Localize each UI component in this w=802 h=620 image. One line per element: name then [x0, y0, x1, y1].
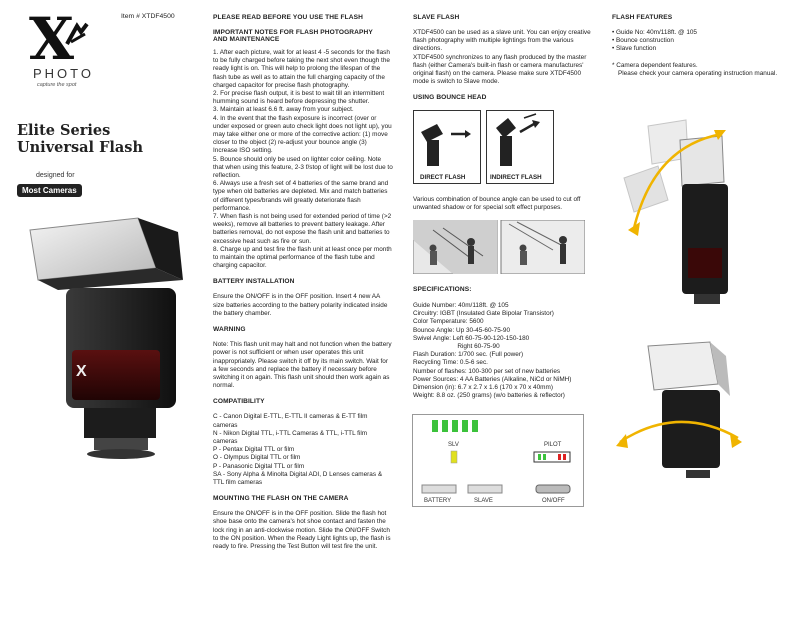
battery-label: BATTERY — [424, 498, 451, 504]
note-7: 7. When flash is not being used for exte… — [213, 213, 392, 245]
column-features: FLASH FEATURES • Guide No: 40m/118ft. @ … — [612, 14, 794, 78]
compat-pentax: P - Pentax Digital TTL or film — [213, 446, 295, 454]
note-2: 2. For precise flash output, it is best … — [213, 90, 385, 106]
logo-photo-text: PHOTO — [33, 66, 94, 81]
spec-swivel-angle: Swivel Angle: Left 60-75-90-120-150-180 — [413, 334, 530, 342]
swivel-rotation-illustration — [616, 341, 742, 478]
important-notes-heading-1: IMPORTANT NOTES FOR FLASH PHOTOGRAPHY — [213, 29, 373, 36]
slv-led — [450, 450, 458, 464]
check-manual-note: Please check your camera operating instr… — [618, 69, 778, 77]
slave-text-1: XTDF4500 can be used as a slave unit. Yo… — [413, 29, 591, 53]
spec-flash-duration: Flash Duration: 1/700 sec. (Full power) — [413, 351, 524, 359]
logo-tagline: capture the spot — [37, 82, 77, 88]
warning-heading: WARNING — [213, 326, 246, 334]
logo-star-icon — [65, 22, 89, 45]
features-heading: FLASH FEATURES — [612, 14, 673, 21]
bounce-heading: USING BOUNCE HEAD — [413, 94, 487, 102]
note-3: 3. Maintain at least 6.6 ft. away from y… — [213, 106, 354, 114]
note-6: 6. Always use a fresh set of 4 batteries… — [213, 180, 389, 212]
note-8: 8. Charge up and test fire the flash uni… — [213, 245, 392, 270]
compatibility-heading: COMPATIBILITY — [213, 398, 265, 406]
spec-recycling-time: Recycling Time: 0.5-6 sec. — [413, 359, 488, 367]
logo-x-mark: X — [29, 5, 75, 73]
direct-flash-diagram: DIRECT FLASH — [413, 110, 481, 184]
flash-unit-illustration: X — [29, 217, 183, 459]
specifications-heading: SPECIFICATIONS: — [413, 286, 472, 293]
spec-guide-number: Guide Number: 40m/118ft. @ 105 — [413, 302, 509, 309]
read-before-heading: PLEASE READ BEFORE YOU USE THE FLASH — [213, 14, 364, 21]
slave-text-2: XTDF4500 synchronizes to any flash produ… — [413, 53, 587, 86]
feature-bounce: • Bounce construction — [612, 37, 674, 45]
title-line-2: Universal Flash — [17, 139, 144, 156]
compat-canon: C - Canon Digital E-TTL, E-TTL II camera… — [213, 413, 368, 429]
battery-level-leds — [432, 420, 478, 432]
slave-heading: SLAVE FLASH — [413, 14, 460, 21]
spec-swivel-right: Right 60-75-90 — [413, 343, 500, 351]
control-panel-diagram: SLV PILOT BATTERY SLAVE ON/OFF — [412, 414, 584, 507]
camera-dependent-note: * Camera dependent features. — [612, 61, 698, 69]
bounce-rotation-illustration — [623, 119, 728, 304]
warning-text: Note: This flash unit may halt and not f… — [213, 341, 392, 390]
bounce-photos — [413, 220, 585, 274]
product-title: Elite Series Universal Flash — [17, 122, 143, 156]
feature-guide-no: • Guide No: 40m/118ft. @ 105 — [612, 29, 697, 36]
spec-color-temperature: Color Temperature: 5600 — [413, 318, 484, 326]
battery-heading: BATTERY INSTALLATION — [213, 278, 295, 286]
important-notes-heading-2: AND MAINTENANCE — [213, 36, 280, 43]
note-5: 5. Bounce should only be used on lighter… — [213, 155, 393, 180]
most-cameras-badge: Most Cameras — [17, 184, 82, 197]
slave-button[interactable] — [467, 484, 503, 494]
onoff-label: ON/OFF — [542, 498, 565, 504]
spec-circuitry: Circuitry: IGBT (Insulated Gate Bipolar … — [413, 310, 554, 318]
mounting-text: Ensure the ON/OFF is in the OFF position… — [213, 510, 391, 550]
bounce-caption: Various combination of bounce angle can … — [413, 196, 581, 212]
logo: X PHOTO capture the spot — [27, 5, 97, 94]
mounting-heading: MOUNTING THE FLASH ON THE CAMERA — [213, 495, 349, 503]
compat-sony: SA - Sony Alpha & Minolta Digital ADI, D… — [213, 470, 383, 486]
note-1: 1. After each picture, wait for at least… — [213, 49, 390, 89]
spec-power-sources: Power Sources: 4 AA Batteries (Alkaline,… — [413, 375, 572, 383]
spec-bounce-angle: Bounce Angle: Up 30-45-60-75-90 — [413, 326, 510, 334]
slave-label: SLAVE — [474, 498, 493, 504]
slv-label: SLV — [448, 442, 459, 448]
pilot-button[interactable] — [533, 451, 571, 463]
feature-slave: • Slave function — [612, 45, 657, 53]
compat-panasonic: P - Panasonic Digital TTL or film — [213, 462, 305, 470]
indirect-flash-label: INDIRECT FLASH — [490, 174, 542, 181]
item-number: Item # XTDF4500 — [121, 13, 175, 20]
battery-button[interactable] — [421, 484, 457, 494]
indirect-flash-diagram: INDIRECT FLASH — [486, 110, 554, 184]
title-line-1: Elite Series — [17, 122, 111, 139]
direct-flash-label: DIRECT FLASH — [420, 174, 466, 181]
flash-logo-mark: X — [76, 363, 87, 380]
note-4: 4. In the event that the flash exposure … — [213, 114, 392, 155]
column-slave-specs: SLAVE FLASH XTDF4500 can be used as a sl… — [413, 14, 593, 101]
column-instructions: PLEASE READ BEFORE YOU USE THE FLASH IMP… — [213, 14, 393, 551]
designed-for-label: designed for — [36, 172, 75, 179]
specifications: SPECIFICATIONS: Guide Number: 40m/118ft.… — [413, 286, 598, 400]
onoff-switch[interactable] — [535, 484, 571, 494]
battery-text: Ensure the ON/OFF is in the OFF position… — [213, 293, 388, 317]
spec-weight: Weight: 8.8 oz. (250 grams) (w/o batteri… — [413, 392, 565, 400]
spec-dimension: Dimension (in): 6.7 x 2.7 x 1.6 (170 x 7… — [413, 384, 553, 392]
compat-olympus: O - Olympus Digital TTL or film — [213, 454, 301, 462]
pilot-label: PILOT — [544, 442, 562, 448]
compat-nikon: N - Nikon Digital TTL, i-TTL Cameras & T… — [213, 429, 368, 445]
spec-number-of-flashes: Number of flashes: 100-300 per set of ne… — [413, 367, 561, 375]
